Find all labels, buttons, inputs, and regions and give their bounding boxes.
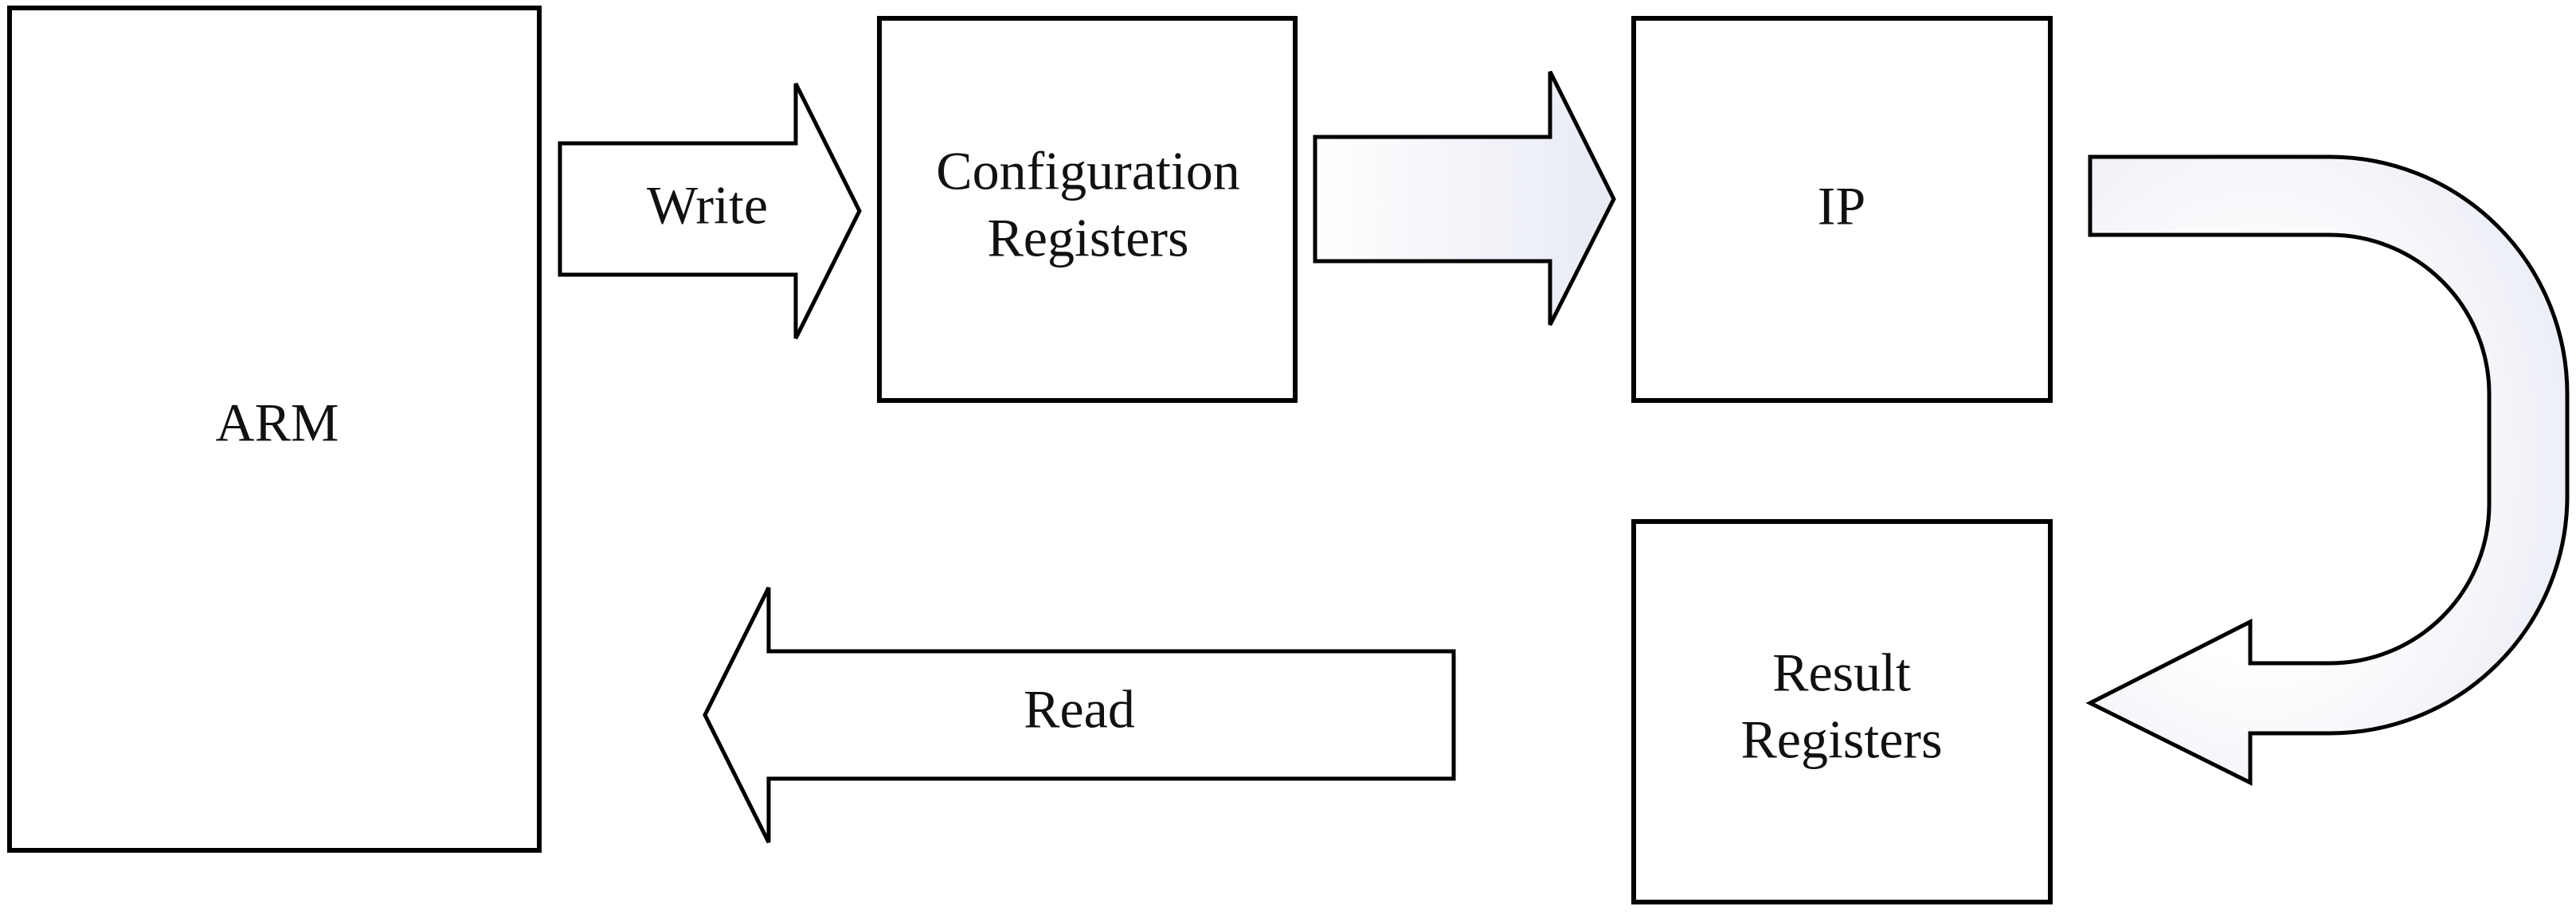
read-arrow: Read	[703, 586, 1456, 844]
configuration-label-line1: Configuration	[936, 141, 1240, 201]
result-label-line2: Registers	[1740, 709, 1942, 770]
ip-block: IP	[1631, 16, 2053, 403]
ip-to-result-curved-arrow	[2085, 154, 2570, 787]
ip-label: IP	[1818, 176, 1865, 236]
result-registers-block: Result Registers	[1631, 519, 2053, 904]
configuration-registers-block: Configuration Registers	[877, 16, 1298, 403]
configuration-label-line2: Registers	[987, 208, 1188, 268]
arm-block: ARM	[7, 6, 542, 853]
write-label: Write	[647, 175, 768, 236]
arm-label: ARM	[216, 393, 339, 453]
result-label-line1: Result	[1772, 643, 1911, 703]
read-label: Read	[1024, 679, 1135, 740]
write-arrow: Write	[558, 82, 862, 340]
config-to-ip-arrow	[1313, 70, 1616, 326]
